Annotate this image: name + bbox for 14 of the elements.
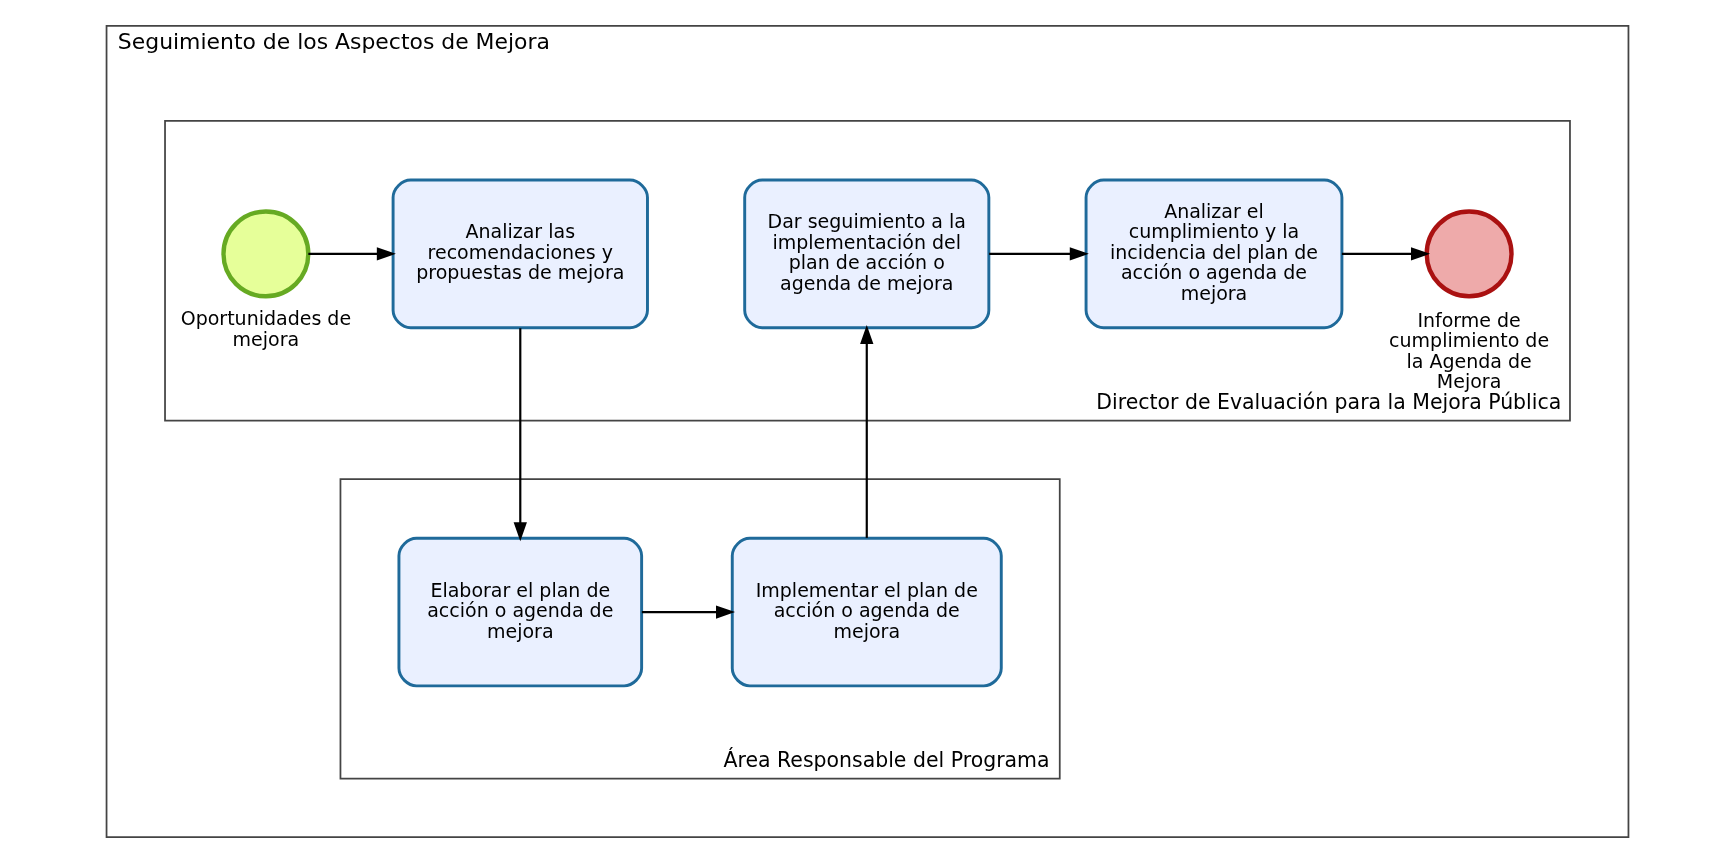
node-circle: [221, 209, 311, 299]
node-box: Elaborar el plan de acción o agenda de mejora: [397, 536, 644, 688]
node-circle: [1424, 209, 1514, 299]
node-box: Implementar el plan de acción o agenda de mejora: [730, 536, 1003, 688]
arrow: [513, 328, 527, 542]
arrow: [989, 247, 1089, 261]
arrow: [308, 247, 396, 261]
node-box: Analizar las recomendaciones y propuestas de mejora: [391, 178, 649, 330]
arrow: [1341, 247, 1430, 261]
arrow: [641, 605, 736, 619]
node-box: Analizar el cumplimiento y la incidencia del plan de acción o agenda de mejora: [1084, 178, 1344, 330]
arrow: [860, 324, 874, 538]
node-label: Oportunidades de mejora: [180, 307, 352, 350]
node-box: Dar seguimiento a la implementación del plan de acción o agenda de mejora: [743, 178, 991, 330]
